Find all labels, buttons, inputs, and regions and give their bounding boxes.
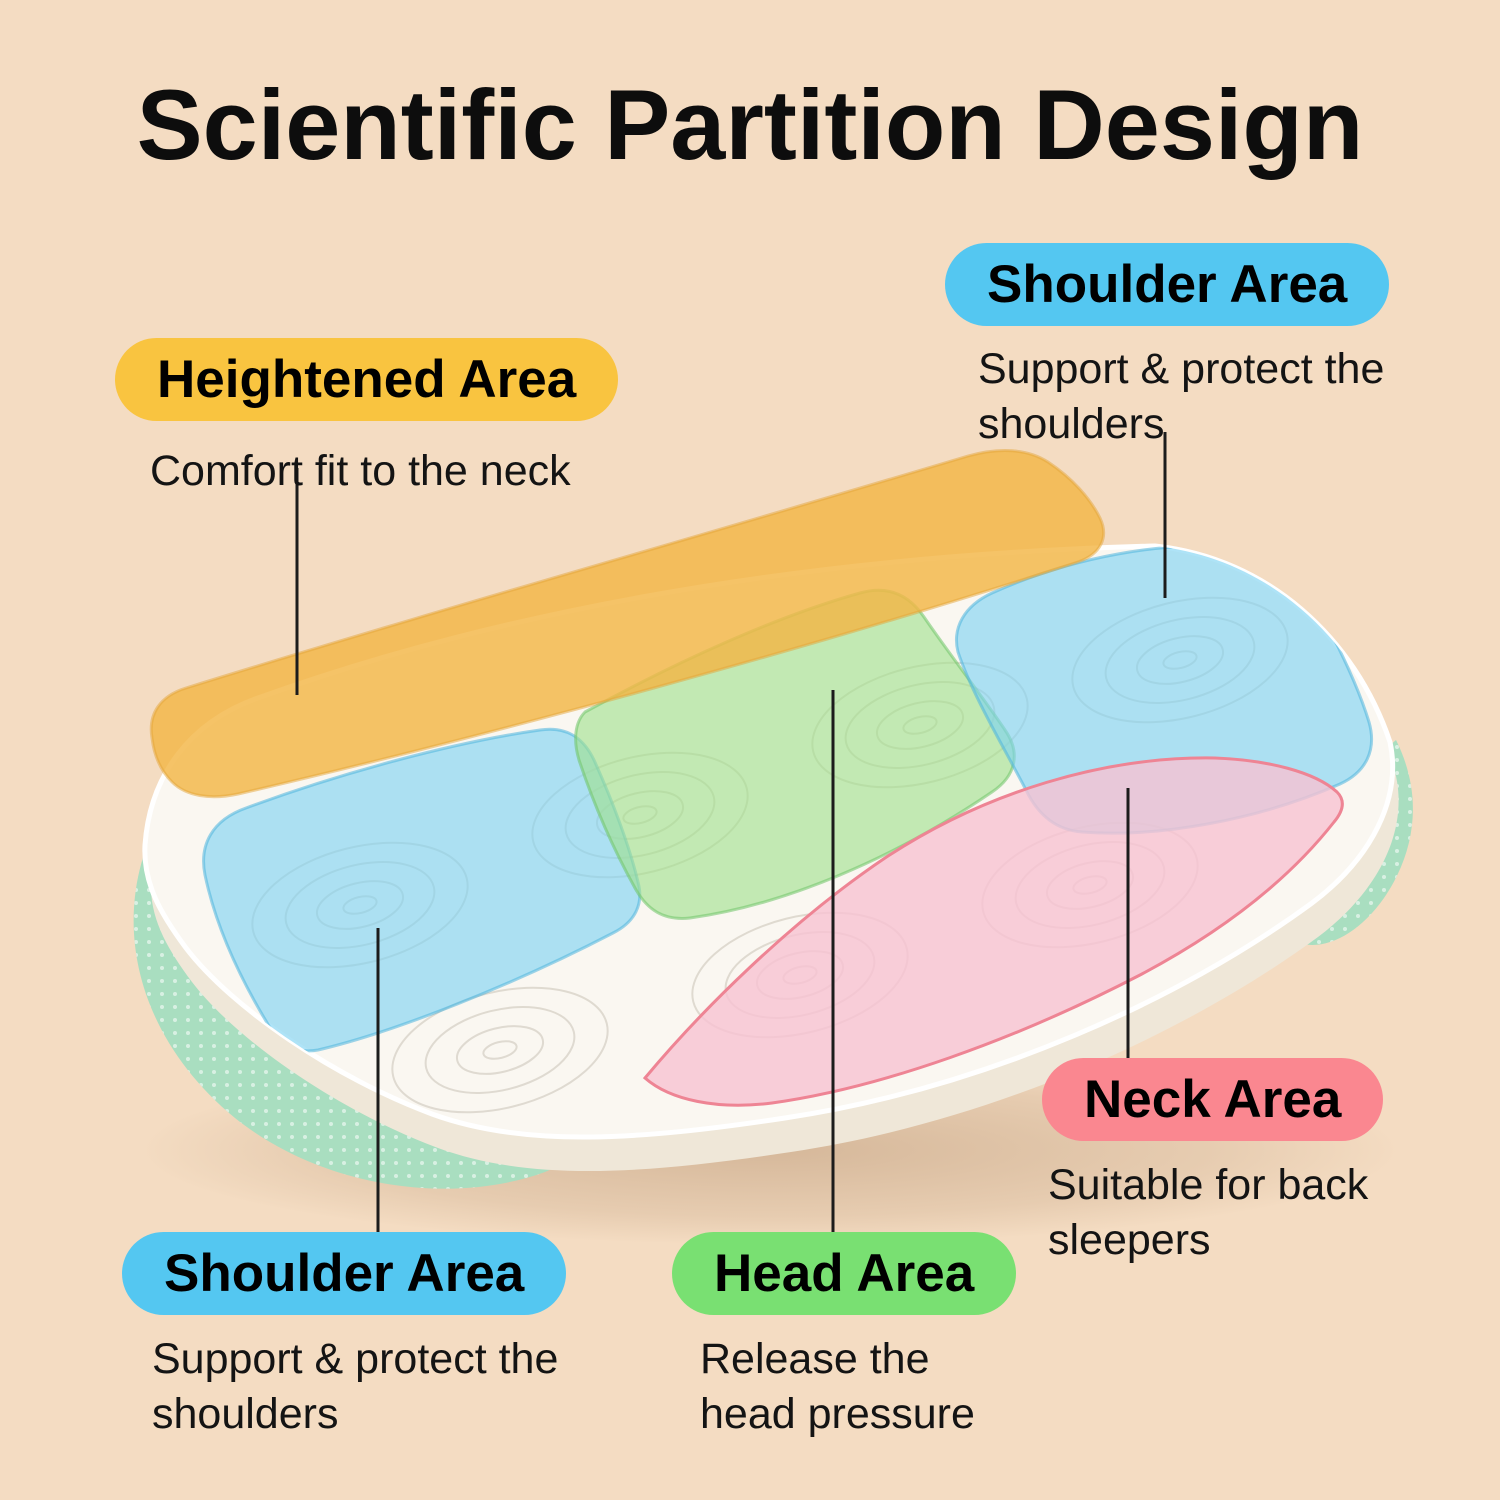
neck-area-description: Suitable for back sleepers: [1048, 1161, 1369, 1265]
neck-area-badge: Neck Area: [1042, 1058, 1384, 1141]
heightened-area-description: Comfort fit to the neck: [150, 447, 571, 495]
shoulder-area-top-badge: Shoulder Area: [945, 243, 1390, 326]
shoulder-area-bottom-description: Support & protect the shoulders: [152, 1335, 559, 1439]
shoulder-area-top-description: Support & protect the shoulders: [978, 345, 1385, 449]
zone-neck: [642, 756, 1344, 1107]
heightened-area-badge: Heightened Area: [115, 338, 619, 421]
page-title: Scientific Partition Design: [136, 69, 1364, 180]
zone-heightened: [149, 448, 1106, 799]
head-area-badge: Head Area: [672, 1232, 1017, 1315]
shoulder-area-bottom-badge: Shoulder Area: [122, 1232, 567, 1315]
head-area-description: Release the head pressure: [700, 1335, 975, 1439]
